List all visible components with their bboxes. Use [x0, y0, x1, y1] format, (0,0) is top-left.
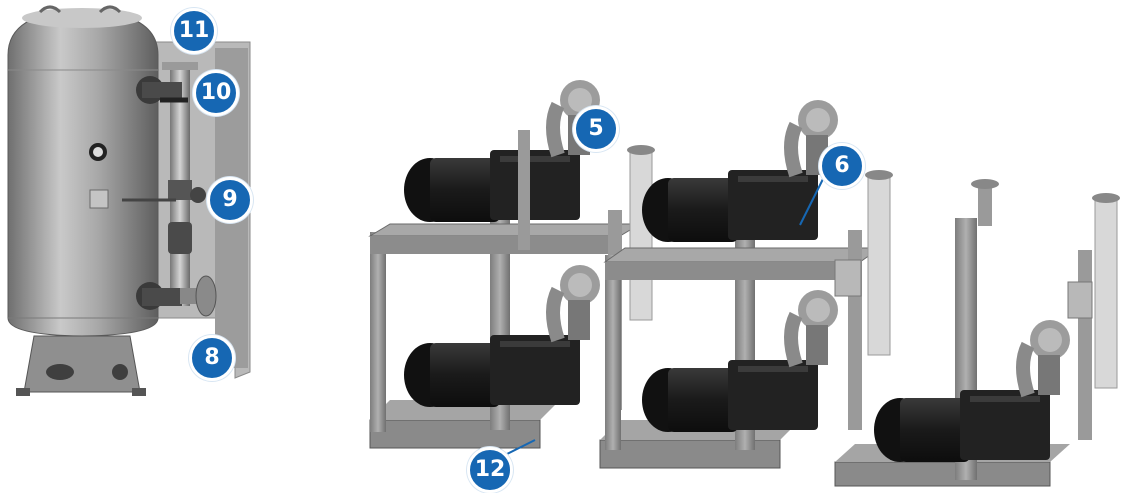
pump-stand-right	[834, 179, 1120, 487]
callout-11: 11	[171, 8, 217, 54]
callout-9-label: 9	[222, 187, 238, 212]
callout-9: 9	[207, 177, 253, 223]
callout-11-label: 11	[178, 18, 210, 43]
callout-6-label: 6	[834, 153, 850, 178]
callout-12-label: 12	[474, 457, 506, 482]
callout-10: 10	[193, 70, 239, 116]
callout-5: 5	[573, 106, 619, 152]
callout-12: 12	[467, 447, 513, 493]
callout-8-label: 8	[204, 345, 220, 370]
callout-8: 8	[189, 335, 235, 381]
callout-6: 6	[819, 143, 865, 189]
callout-10-label: 10	[200, 80, 232, 105]
pump-stand-middle	[599, 100, 893, 469]
callout-5-label: 5	[588, 116, 604, 141]
